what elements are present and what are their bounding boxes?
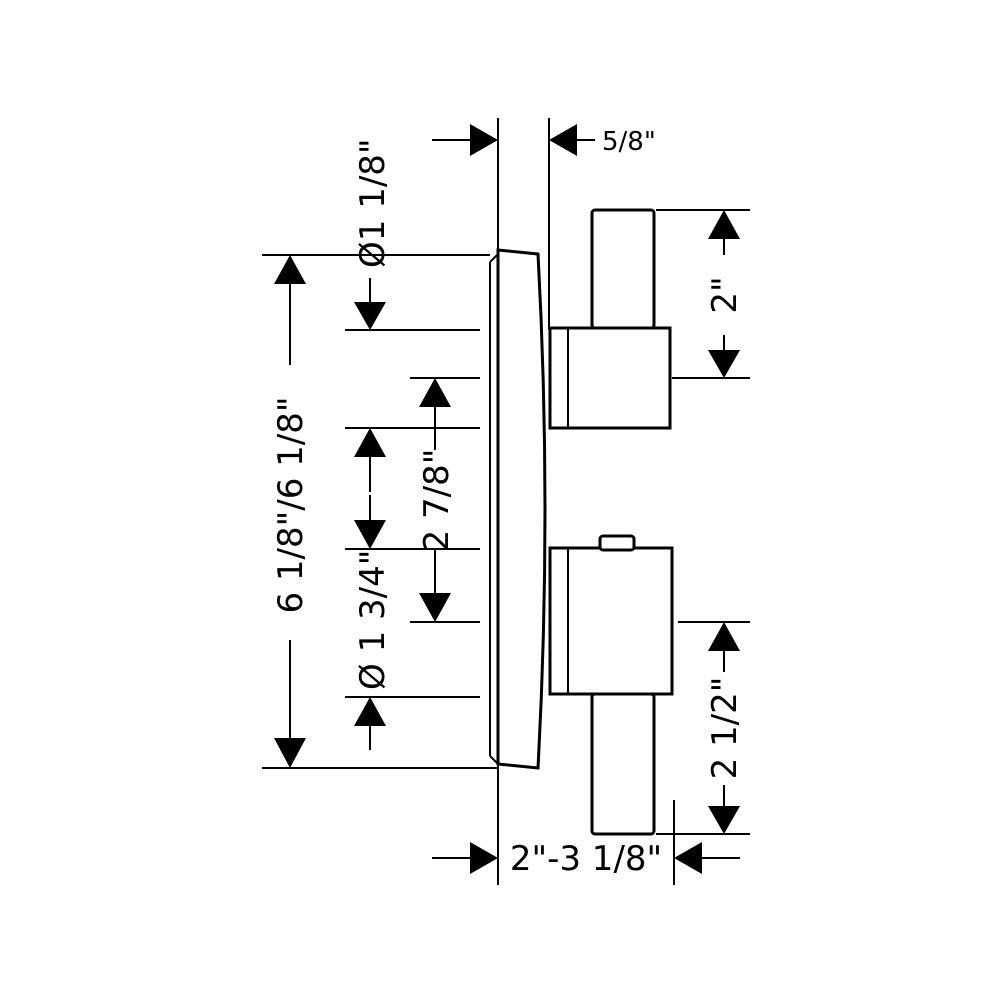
dim-center-spacing: 2 7/8": [417, 449, 457, 552]
upper-lever: [590, 208, 656, 330]
arrow-down-icon: [274, 738, 306, 768]
escutcheon-edge: [489, 755, 499, 765]
valve-trim-outline: [489, 118, 674, 885]
dim-overall-height: 6 1/8"/6 1/8": [271, 396, 311, 613]
arrow-down-icon: [708, 806, 740, 834]
extension-lines: [262, 209, 750, 885]
arrow-up-icon: [419, 378, 451, 407]
arrow-right-icon: [470, 124, 498, 156]
arrow-up-icon: [354, 428, 386, 457]
escutcheon-plate: [496, 248, 547, 770]
dim-depth-range: 2"-3 1/8": [510, 839, 662, 879]
escutcheon-edge: [489, 253, 499, 263]
upper-handle-body: [548, 326, 672, 430]
dim-upper-handle: 2": [705, 276, 745, 313]
lower-handle-body: [548, 546, 674, 696]
arrow-down-icon: [354, 302, 386, 330]
dimension-arrows: [274, 124, 740, 874]
arrow-down-icon: [354, 520, 386, 549]
dimension-labels: 5/8" Ø1 1/8" 6 1/8"/6 1/8" 2 7/8" Ø 1 3/…: [271, 127, 745, 879]
arrow-down-icon: [419, 593, 451, 622]
arrow-left-icon: [549, 124, 577, 156]
temperature-stop-button: [598, 534, 636, 552]
arrow-up-icon: [708, 622, 740, 651]
arrow-up-icon: [274, 255, 306, 284]
arrow-up-icon: [354, 697, 386, 726]
dim-bottom-diameter: Ø 1 3/4": [353, 550, 393, 690]
dim-top-offset: 5/8": [602, 127, 656, 157]
arrow-left-icon: [674, 842, 702, 874]
dim-top-diameter: Ø1 1/8": [353, 138, 393, 268]
dim-lower-handle: 2 1/2": [705, 677, 745, 780]
lower-lever: [590, 692, 656, 836]
arrow-down-icon: [708, 350, 740, 378]
arrow-up-icon: [708, 210, 740, 239]
arrow-right-icon: [470, 842, 498, 874]
